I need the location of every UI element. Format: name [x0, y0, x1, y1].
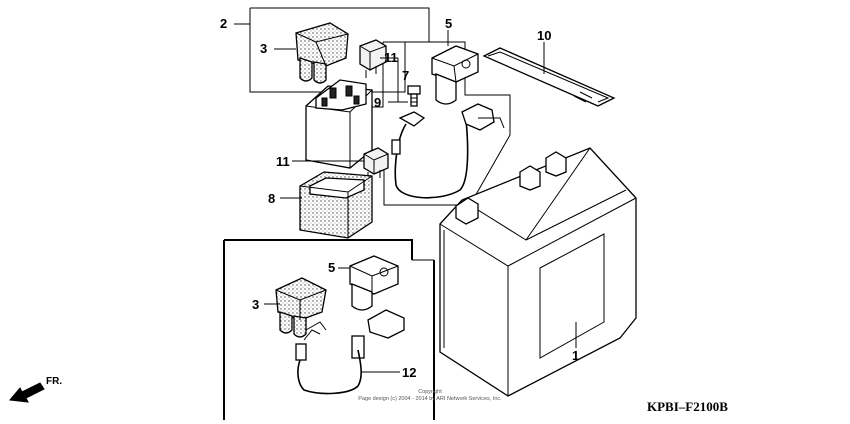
- callout-3-upper: 3: [260, 41, 267, 56]
- direction-label: FR.: [46, 376, 62, 387]
- callout-12: 12: [402, 365, 416, 380]
- battery-1: [439, 147, 637, 397]
- callout-8: 8: [268, 191, 275, 206]
- callout-10: 10: [537, 28, 551, 43]
- terminal-cover-5-upper: [431, 45, 479, 105]
- battery-cable-12: [295, 309, 405, 395]
- terminal-cover-3-upper: [295, 22, 349, 84]
- starter-relay: [305, 79, 373, 169]
- terminal-cover-5-lower: [349, 255, 399, 311]
- diagram-code: KPBI–F2100B: [647, 399, 728, 414]
- arrow-icon: [9, 382, 45, 403]
- leader-lines: [234, 23, 577, 373]
- callout-3-lower: 3: [252, 297, 259, 312]
- callout-5-lower: 5: [328, 260, 335, 275]
- relay-boot-8: [299, 171, 373, 239]
- front-direction-arrow: FR.: [9, 376, 62, 403]
- terminal-cover-3-lower: [275, 277, 327, 338]
- battery-strap-10: [482, 47, 616, 107]
- copyright-line-2: Page design (c) 2004 - 2014 by ARI Netwo…: [358, 396, 502, 402]
- fuse-11-lower: [363, 147, 389, 180]
- callout-9: 9: [374, 95, 381, 110]
- callout-5-upper: 5: [445, 16, 452, 31]
- bolt-9: [407, 85, 421, 107]
- assembly-box-12: [223, 239, 435, 420]
- callout-2: 2: [220, 16, 227, 31]
- callout-11-upper: 11: [384, 50, 398, 65]
- callout-1: 1: [572, 348, 579, 363]
- battery-cable-upper: [391, 103, 505, 199]
- callout-7: 7: [402, 68, 409, 83]
- copyright-line-1: Copyright: [418, 389, 442, 395]
- fuse-11-upper: [359, 39, 387, 78]
- callout-11-lower: 11: [276, 154, 290, 169]
